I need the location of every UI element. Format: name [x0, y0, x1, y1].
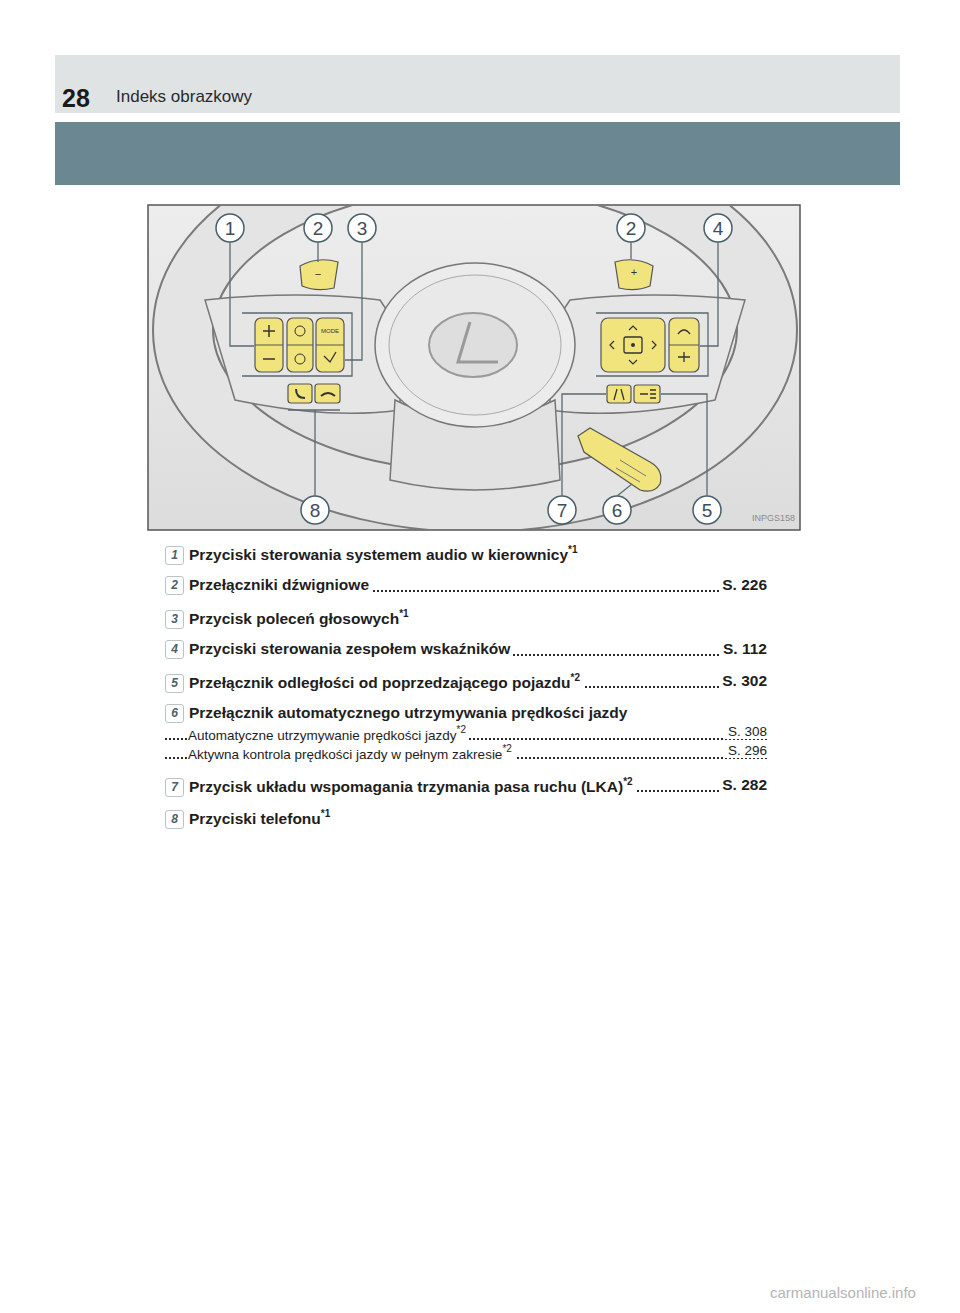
callout-number: 2 — [626, 219, 637, 238]
list-entry: 5 Przełącznik odległości od poprzedzające… — [165, 672, 583, 693]
item-text: Automatyczne utrzymywanie prędkości jazd… — [188, 728, 457, 743]
image-code: INPGS158 — [752, 513, 795, 523]
list-entry: 6 Przełącznik automatycznego utrzymywania… — [165, 704, 630, 723]
paddle-symbol: + — [631, 267, 637, 278]
footnote-mark: *1 — [321, 808, 330, 819]
item-text: Przyciski sterowania systemem audio w ki… — [189, 546, 568, 563]
list-row: 4 Przyciski sterowania zespołem wskaźnikó… — [165, 640, 767, 662]
page-reference: S. 296 — [725, 743, 767, 758]
list-entry: Aktywna kontrola prędkości jazdy w pełny… — [188, 743, 515, 762]
list-row: 7 Przycisk układu wspomagania trzymania p… — [165, 776, 767, 798]
callout-number: 5 — [702, 501, 713, 520]
item-text: Przełączniki dźwigniowe — [189, 576, 369, 593]
list-entry: Automatyczne utrzymywanie prędkości jazd… — [188, 724, 469, 743]
list-row: 6 Przełącznik automatycznego utrzymywania… — [165, 704, 767, 726]
running-header: Indeks obrazkowy — [116, 87, 252, 107]
item-text: Przycisk poleceń głosowych — [189, 610, 399, 627]
page-reference: S. 282 — [719, 776, 767, 794]
callout-number: 3 — [357, 219, 368, 238]
steering-wheel — [183, 206, 767, 502]
footnote-mark: *2 — [457, 724, 466, 735]
header-bar — [55, 122, 900, 185]
list-row: 5 Przełącznik odległości od poprzedzające… — [165, 672, 767, 694]
page-reference: S. 302 — [719, 672, 767, 690]
item-number: 7 — [165, 778, 184, 797]
item-number: 2 — [165, 576, 184, 595]
item-text: Przyciski telefonu — [189, 810, 321, 827]
callout-number: 7 — [557, 501, 568, 520]
callout-circles — [216, 214, 732, 524]
page-reference: S. 112 — [720, 640, 767, 658]
footnote-mark: *1 — [399, 608, 408, 619]
list-row: 3 Przycisk poleceń głosowych*1 — [165, 608, 767, 630]
item-number: 5 — [165, 674, 184, 693]
watermark: carmanualsonline.info — [770, 1284, 916, 1301]
item-number: 3 — [165, 610, 184, 629]
footnote-mark: *2 — [502, 743, 511, 754]
callout-number: 2 — [313, 219, 324, 238]
list-row: 2 Przełączniki dźwigniowe S. 226 — [165, 576, 767, 598]
button-label: MODE — [321, 328, 339, 334]
callout-number: 6 — [612, 501, 623, 520]
item-text: Aktywna kontrola prędkości jazdy w pełny… — [188, 747, 502, 762]
list-row: 1 Przyciski sterowania systemem audio w k… — [165, 544, 767, 566]
list-entry: 3 Przycisk poleceń głosowych*1 — [165, 608, 412, 629]
item-number: 1 — [165, 546, 184, 565]
list-entry: 7 Przycisk układu wspomagania trzymania p… — [165, 776, 636, 797]
leader-lines — [230, 242, 718, 496]
list-entry: 1 Przyciski sterowania systemem audio w k… — [165, 544, 581, 565]
item-text: Przełącznik odległości od poprzedzająceg… — [189, 674, 571, 691]
item-number: 4 — [165, 640, 184, 659]
footnote-mark: *2 — [623, 776, 632, 787]
list-entry: 4 Przyciski sterowania zespołem wskaźnikó… — [165, 640, 513, 659]
footnote-mark: *1 — [568, 544, 577, 555]
list-entry: 2 Przełączniki dźwigniowe — [165, 576, 372, 595]
callout-number: 4 — [713, 219, 724, 238]
list-row: Aktywna kontrola prędkości jazdy w pełny… — [165, 743, 767, 765]
item-text: Przycisk układu wspomagania trzymania pa… — [189, 778, 623, 795]
footnote-mark: *2 — [571, 672, 580, 683]
item-text: Przyciski sterowania zespołem wskaźników — [189, 640, 510, 657]
callout-number: 1 — [225, 219, 236, 238]
item-number: 8 — [165, 810, 184, 829]
page-reference: S. 308 — [725, 724, 767, 739]
page-number: 28 — [62, 84, 90, 113]
list-entry: 8 Przyciski telefonu*1 — [165, 808, 333, 829]
item-text: Przełącznik automatycznego utrzymywania … — [189, 704, 627, 721]
list-row: 8 Przyciski telefonu*1 — [165, 808, 767, 830]
header-band — [55, 55, 900, 113]
page-reference: S. 226 — [719, 576, 767, 594]
callout-number: 8 — [310, 501, 321, 520]
paddle-symbol: − — [315, 269, 321, 280]
item-number: 6 — [165, 704, 184, 723]
